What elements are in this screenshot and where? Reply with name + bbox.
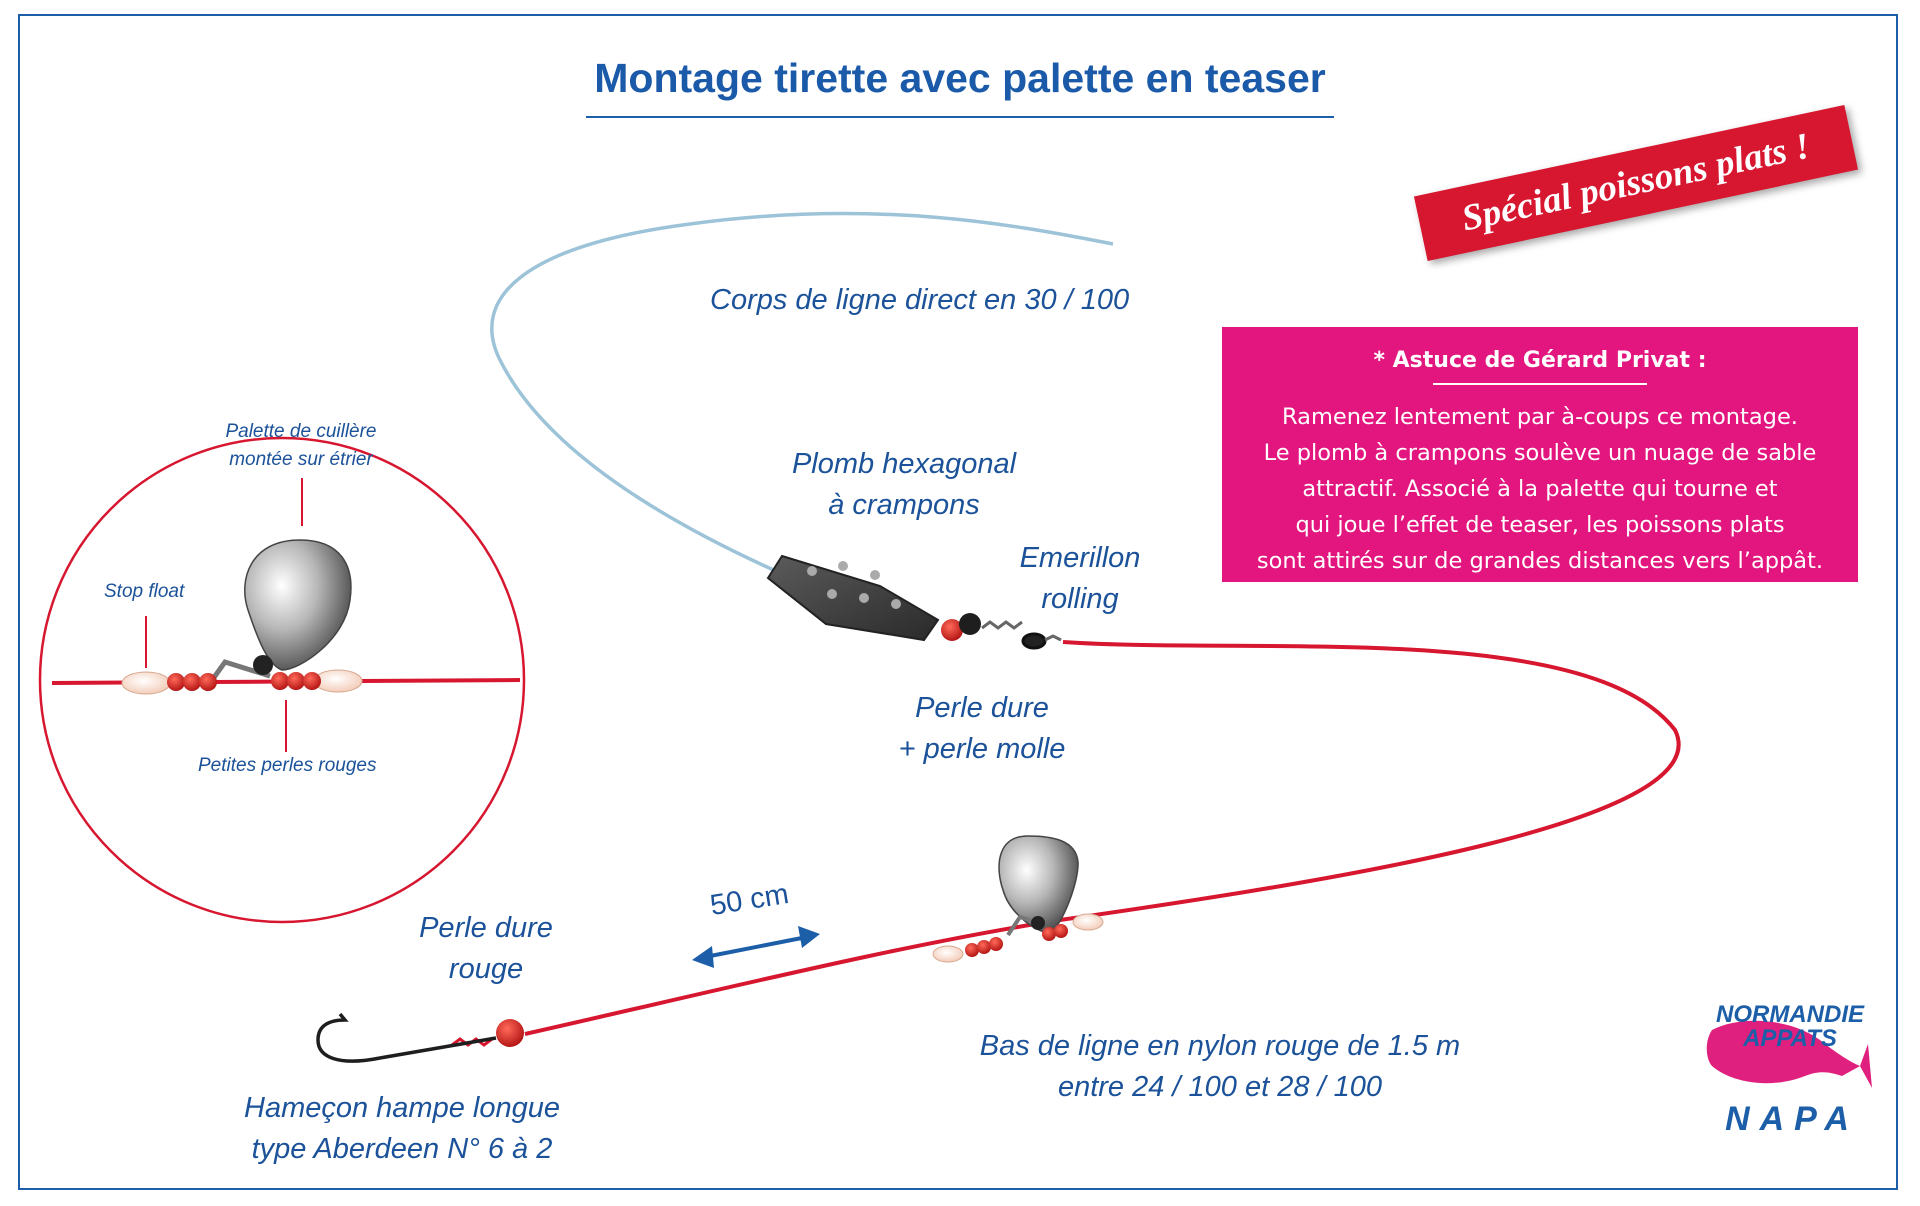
label-sinker-line1: Plomb hexagonal [791,448,1017,480]
label-leader-line2: entre 24 / 100 et 28 / 100 [1057,1071,1383,1103]
rolling-swivel [981,620,1062,650]
logo-line3: NAPA [1725,1100,1859,1138]
red-leader [524,640,1681,1036]
tip-divider [1433,383,1647,385]
label-swivel-line2: rolling [1041,583,1119,615]
hexagonal-sinker [766,554,940,642]
label-hook: Hameçon hampe longue type Aberdeen N° 6 … [222,1088,582,1170]
stop-float [121,671,171,695]
stop-float [313,669,363,693]
aberdeen-hook [316,1012,497,1063]
inset-label-small-beads: Petites perles rouges [198,755,377,776]
label-red-bead-line2: rouge [448,953,524,985]
tip-line: sont attirés sur de grandes distances ve… [1256,548,1824,574]
inset-small-beads [167,672,321,691]
label-sinker-line2: à crampons [828,489,980,521]
inset-label-stop-float: Stop float [104,581,185,602]
stop-float [932,945,964,963]
hard-bead [941,619,963,641]
label-swivel: Emerillon rolling [980,538,1180,620]
tip-box: * Astuce de Gérard Privat : Ramenez lent… [1222,327,1858,582]
tip-line: attractif. Associé à la palette qui tour… [1302,476,1778,502]
tip-line: qui joue l’effet de teaser, les poissons… [1295,512,1785,538]
label-beads-line2: + perle molle [898,733,1066,765]
tip-body: Ramenez lentement par à-coups ce montage… [1222,399,1858,579]
label-sinker: Plomb hexagonal à crampons [764,444,1044,526]
label-red-bead-line1: Perle dure [419,912,553,944]
inset-label-blade-line2: montée sur étrier [229,449,373,470]
red-hard-bead [496,1019,524,1047]
distance-arrow [692,926,820,968]
stop-float [1072,913,1104,931]
label-red-bead: Perle dure rouge [386,908,586,990]
tip-line: Ramenez lentement par à-coups ce montage… [1282,404,1798,430]
diagram-title: Montage tirette avec palette en teaser [594,55,1326,101]
title-underline [586,116,1334,118]
logo-line1: NORMANDIE [1716,1001,1865,1028]
tip-title: * Astuce de Gérard Privat : [1373,348,1707,373]
label-leader-line1: Bas de ligne en nylon rouge de 1.5 m [979,1030,1461,1062]
inset-label-blade: Palette de cuillère montée sur étrier [196,418,406,474]
label-beads-line1: Perle dure [915,692,1049,724]
label-main-line: Corps de ligne direct en 30 / 100 [710,284,1130,316]
label-hook-line1: Hameçon hampe longue [244,1092,560,1124]
label-beads: Perle dure + perle molle [862,688,1102,770]
spoon-blade [998,835,1079,937]
label-leader: Bas de ligne en nylon rouge de 1.5 m ent… [960,1026,1480,1108]
small-red-beads [965,924,1068,957]
soft-bead [959,613,981,635]
inset-label-blade-line1: Palette de cuillère [225,421,377,442]
label-swivel-line1: Emerillon [1019,542,1141,574]
normandie-appats-logo: NORMANDIE APPATS NAPA [1706,1001,1872,1138]
tip-line: Le plomb à crampons soulève un nuage de … [1263,440,1817,466]
main-line [490,211,1114,574]
label-hook-line2: type Aberdeen N° 6 à 2 [251,1133,553,1165]
diagram-frame [18,14,1898,1190]
logo-line2: APPATS [1742,1025,1837,1052]
